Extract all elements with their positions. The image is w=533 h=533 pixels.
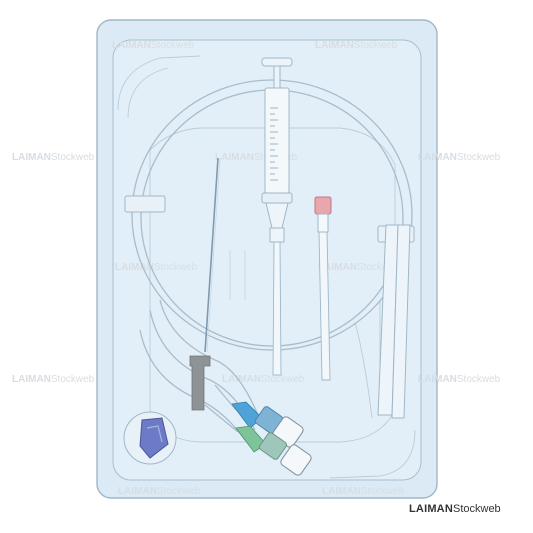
coil-clip-left xyxy=(124,195,166,213)
catheter-hub-blue xyxy=(214,384,304,448)
tray-cord xyxy=(354,321,373,419)
pink-dilator xyxy=(314,196,332,381)
tray-slot-center xyxy=(229,250,246,300)
tray-corner-tl xyxy=(117,55,201,111)
svg-text:LAIMANStockweb: LAIMANStockweb xyxy=(322,486,405,497)
syringe xyxy=(261,57,293,376)
credit-suffix: Stockweb xyxy=(452,503,501,515)
svg-text:LAIMANStockweb: LAIMANStockweb xyxy=(115,262,198,273)
guide-needle xyxy=(204,157,219,353)
tray-corner-tl-2 xyxy=(127,67,169,119)
tray-corner-br xyxy=(329,429,416,479)
credit-brand: LAIMAN xyxy=(409,503,453,515)
svg-text:LAIMANStockweb: LAIMANStockweb xyxy=(12,152,95,163)
svg-text:LAIMANStockweb: LAIMANStockweb xyxy=(418,152,501,163)
svg-text:LAIMANStockweb: LAIMANStockweb xyxy=(315,40,398,51)
svg-text:LAIMANStockweb: LAIMANStockweb xyxy=(118,486,201,497)
needle-clip-gray xyxy=(189,355,211,411)
svg-text:LAIMANStockweb: LAIMANStockweb xyxy=(318,262,401,273)
catheter-hub-green xyxy=(204,404,312,476)
guide-needle-shadow xyxy=(206,157,221,353)
cap-holder xyxy=(123,411,177,465)
svg-text:LAIMANStockweb: LAIMANStockweb xyxy=(112,40,195,51)
svg-text:LAIMANStockweb: LAIMANStockweb xyxy=(12,374,95,385)
dilator-strips xyxy=(377,224,411,419)
brand-credit: LAIMANStockweb xyxy=(409,503,501,515)
svg-text:LAIMANStockweb: LAIMANStockweb xyxy=(222,374,305,385)
watermark-grid: LAIMANStockweb LAIMANStockweb LAIMANStoc… xyxy=(12,40,501,497)
svg-text:LAIMANStockweb: LAIMANStockweb xyxy=(418,374,501,385)
